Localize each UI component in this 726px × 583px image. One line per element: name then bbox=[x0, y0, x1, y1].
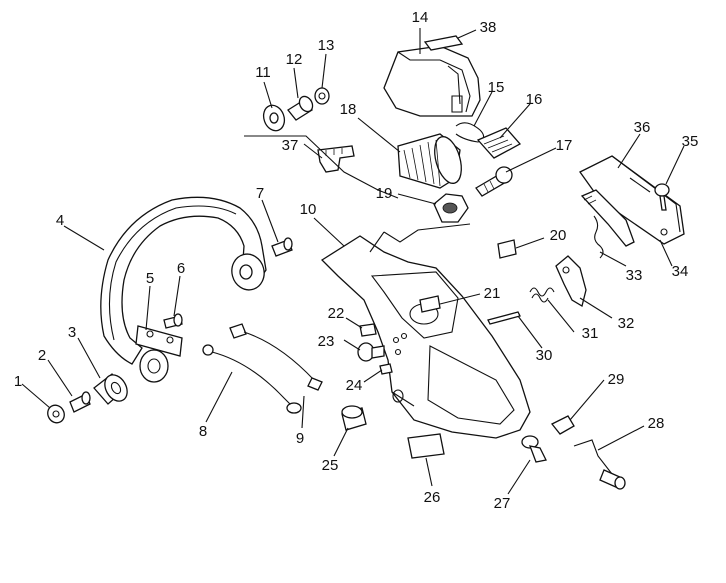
assembly-outline bbox=[244, 135, 471, 253]
part-throttle-rod bbox=[573, 439, 626, 490]
part-washer-1 bbox=[47, 404, 65, 424]
part-clip-20 bbox=[497, 239, 517, 259]
part-cushion-11 bbox=[262, 104, 286, 132]
callout-20: 20 bbox=[550, 227, 567, 244]
part-throttle-trigger bbox=[555, 255, 587, 308]
part-pad-24 bbox=[379, 363, 393, 375]
callout-12: 12 bbox=[286, 51, 303, 68]
callout-25: 25 bbox=[322, 457, 339, 474]
part-plate-16 bbox=[476, 127, 522, 159]
callout-31: 31 bbox=[582, 325, 599, 342]
callout-23: 23 bbox=[318, 333, 335, 350]
callout-26: 26 bbox=[424, 489, 441, 506]
callout-9: 9 bbox=[296, 430, 304, 447]
part-spring-33 bbox=[593, 215, 604, 259]
callout-28: 28 bbox=[648, 415, 665, 432]
callout-15: 15 bbox=[488, 79, 505, 96]
part-lever-34 bbox=[580, 189, 635, 247]
callout-3: 3 bbox=[68, 324, 76, 341]
callout-32: 32 bbox=[618, 315, 635, 332]
part-top-cover bbox=[383, 45, 481, 117]
part-washer-29 bbox=[550, 415, 575, 435]
callout-38: 38 bbox=[480, 19, 497, 36]
callout-22: 22 bbox=[328, 305, 345, 322]
callout-5: 5 bbox=[146, 270, 154, 287]
callout-13: 13 bbox=[318, 37, 335, 54]
part-label-26 bbox=[407, 433, 445, 459]
callout-6: 6 bbox=[177, 260, 185, 277]
callout-27: 27 bbox=[494, 495, 511, 512]
callout-19: 19 bbox=[376, 185, 393, 202]
callout-16: 16 bbox=[526, 91, 543, 108]
callout-18: 18 bbox=[340, 101, 357, 118]
callout-11: 11 bbox=[255, 64, 271, 81]
callout-17: 17 bbox=[556, 137, 573, 154]
part-cushion-3 bbox=[93, 373, 128, 405]
part-pad-22 bbox=[359, 323, 377, 337]
callout-24: 24 bbox=[346, 377, 363, 394]
part-spring-31 bbox=[529, 287, 555, 303]
part-switch-27 bbox=[521, 435, 547, 463]
callout-7: 7 bbox=[256, 185, 264, 202]
part-bolt-6 bbox=[163, 313, 183, 329]
part-grommet-25 bbox=[341, 405, 367, 431]
part-handle-bushing bbox=[231, 253, 265, 291]
part-bolt-12 bbox=[287, 95, 314, 121]
callout-21: 21 bbox=[484, 285, 501, 302]
callout-35: 35 bbox=[682, 133, 699, 150]
callout-1: 1 bbox=[14, 373, 22, 390]
part-bolt-7 bbox=[271, 237, 293, 257]
part-plate-5 bbox=[135, 325, 183, 357]
part-screw-23 bbox=[357, 342, 385, 362]
callout-29: 29 bbox=[608, 371, 625, 388]
callout-2: 2 bbox=[38, 347, 46, 364]
part-label-38 bbox=[423, 35, 464, 51]
callout-36: 36 bbox=[634, 119, 651, 136]
callout-8: 8 bbox=[199, 423, 207, 440]
part-bolt-2 bbox=[69, 391, 91, 413]
callout-14: 14 bbox=[412, 9, 429, 26]
leader-lines bbox=[21, 28, 685, 495]
part-screw-35 bbox=[654, 183, 670, 211]
part-gasket-21 bbox=[419, 295, 441, 313]
part-wire-8 bbox=[202, 344, 302, 414]
callout-10: 10 bbox=[300, 201, 317, 218]
part-handle-cushion bbox=[139, 349, 169, 383]
part-front-handle bbox=[100, 196, 267, 365]
part-filter-base bbox=[433, 193, 469, 223]
callout-numbers: 1 2 3 4 5 6 7 8 9 10 11 12 13 14 38 15 1… bbox=[14, 9, 699, 512]
part-wire-9 bbox=[229, 323, 323, 391]
part-air-filter bbox=[397, 133, 462, 189]
part-bracket-37 bbox=[317, 145, 355, 173]
callout-37: 37 bbox=[282, 137, 299, 154]
callout-34: 34 bbox=[672, 263, 689, 280]
part-cap-13 bbox=[314, 87, 330, 105]
part-pin-30 bbox=[487, 311, 521, 325]
callout-30: 30 bbox=[536, 347, 553, 364]
callout-33: 33 bbox=[626, 267, 643, 284]
callout-4: 4 bbox=[56, 212, 64, 229]
